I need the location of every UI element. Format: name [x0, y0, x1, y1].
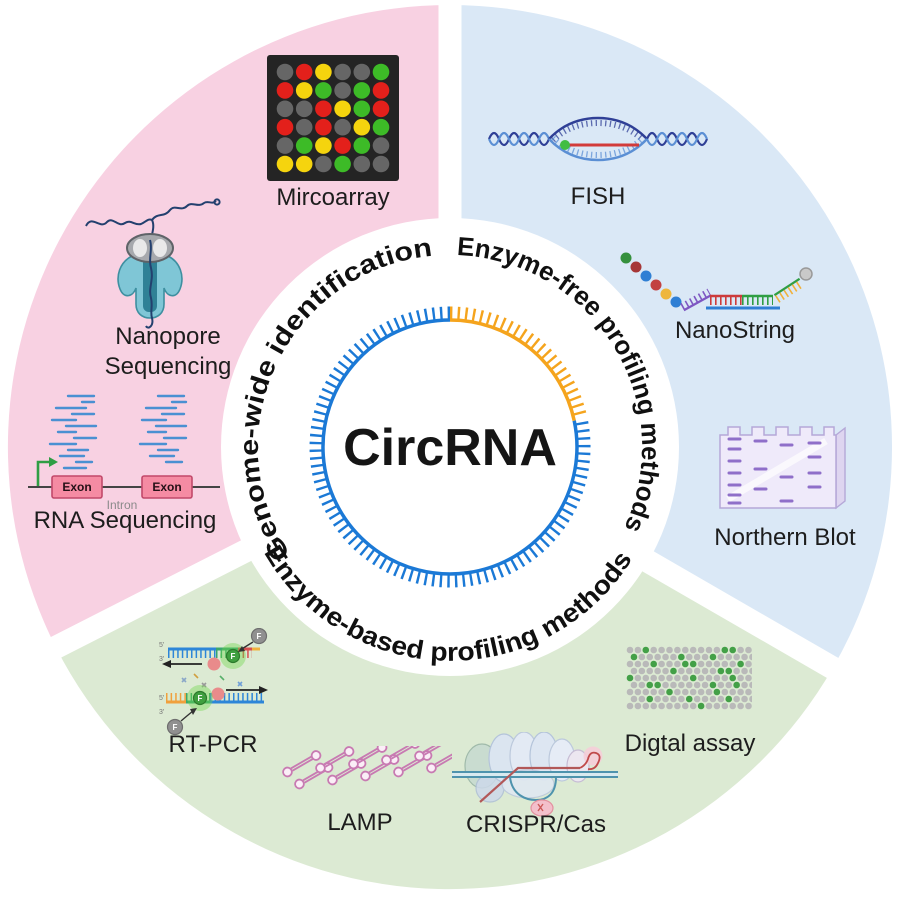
promoter-arrow	[36, 457, 58, 486]
quencher-top	[207, 657, 221, 671]
ring-ticks-orange	[449, 306, 588, 421]
exon-box-1	[51, 475, 103, 499]
nanostring-label: NanoString	[674, 317, 796, 344]
nanopore-icon	[80, 196, 225, 336]
nanopore-label-line2: Sequencing	[104, 353, 232, 380]
sequencing-reads	[48, 394, 188, 470]
microarray-dot-grid	[276, 63, 390, 173]
fish-icon	[487, 110, 709, 168]
intron-text: Intron	[107, 498, 138, 512]
circrna-ring	[309, 306, 591, 588]
exon-2-text: Exon	[152, 480, 181, 494]
released-fluorophore-bottom: F	[166, 708, 197, 736]
nanopore-label: Nanopore Sequencing	[105, 322, 232, 382]
nanopore-threading-strand	[145, 239, 154, 329]
primer-arrow-left	[162, 660, 202, 668]
cap-pore-left	[133, 239, 147, 257]
crispr-icon	[452, 732, 622, 824]
crispr-label: CRISPR/Cas	[465, 811, 607, 838]
lamp-amplicons	[280, 746, 452, 791]
template-strand-top	[168, 647, 260, 658]
rna-sequencing-label: RNA Sequencing	[33, 507, 217, 534]
rtpcr-icon: 5' 3' F F	[158, 628, 276, 738]
released-fluorophore-top: F	[238, 628, 268, 652]
northern-blot-icon	[714, 415, 852, 517]
five-prime-bottom: 5'	[159, 695, 164, 702]
probe-backbone	[680, 277, 805, 312]
template-strand-bottom	[166, 693, 264, 704]
lamp-label: LAMP	[327, 809, 393, 836]
guide-rna	[479, 751, 601, 803]
r-loop	[509, 776, 557, 802]
fish-label: FISH	[570, 183, 626, 210]
fluorescent-dot	[560, 140, 570, 150]
denaturation-bubble	[548, 116, 648, 162]
exon-1-text: Exon	[62, 480, 91, 494]
gel-sheen	[726, 437, 828, 503]
inner-circle	[221, 218, 679, 676]
primer-arrow-right	[226, 686, 268, 694]
digital-assay-icon	[624, 644, 752, 724]
svg-text:F: F	[231, 652, 236, 661]
quencher-bottom	[211, 687, 225, 701]
nanopore-channel	[143, 254, 157, 312]
capture-bead	[799, 267, 813, 281]
fluorophore-glow-top: F	[220, 643, 246, 669]
three-prime-top: 3'	[159, 656, 164, 663]
dna-helix-left	[487, 131, 551, 147]
digital-assay-label: Digtal assay	[624, 730, 756, 757]
exon-box-2	[141, 475, 193, 499]
center-title: CircRNA	[343, 419, 557, 477]
nanopore-label-line1: Nanopore	[115, 323, 221, 350]
five-prime-top: 5'	[159, 642, 164, 649]
ring-ticks-blue	[309, 306, 591, 588]
rna-sequencing-icon: Exon Exon Intron	[22, 392, 227, 514]
northern-blot-label: Northern Blot	[714, 524, 856, 551]
free-nucleotides	[181, 673, 243, 688]
svg-text:F: F	[257, 632, 262, 641]
reporter-beads	[620, 252, 682, 308]
svg-text:F: F	[173, 723, 178, 732]
pam-site	[530, 799, 554, 817]
gel-side-face	[835, 426, 846, 510]
dna-helix-right	[645, 131, 709, 147]
microarray-icon	[267, 55, 399, 181]
rtpcr-label: RT-PCR	[168, 731, 258, 758]
cap-pore-right	[153, 239, 167, 257]
droplet-dot-grid	[626, 646, 752, 710]
microarray-label: Mircoarray	[276, 184, 390, 211]
target-dna	[452, 771, 618, 802]
fluorophore-glow-bottom: F	[187, 685, 213, 711]
gel-bands	[727, 437, 822, 505]
nanostring-icon	[610, 250, 815, 322]
nanopore-strand	[85, 198, 221, 241]
svg-text:F: F	[198, 694, 203, 703]
three-prime-bottom: 3'	[159, 709, 164, 716]
lamp-icon	[280, 746, 452, 798]
